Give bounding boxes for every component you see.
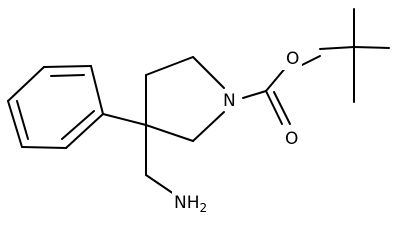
bond-phenyl-3 bbox=[7, 66, 45, 102]
bond-ring-n-top bbox=[192, 56, 225, 89]
bond-phenyl-double-2 bbox=[16, 100, 29, 140]
bond-ring-top bbox=[145, 56, 194, 76]
bond-oxygen-to-carbonyl bbox=[265, 65, 288, 92]
bond-phenyl-5 bbox=[21, 146, 67, 149]
ester-oxygen-atom-label: O bbox=[286, 49, 299, 69]
bond-phenyl-4 bbox=[7, 100, 23, 148]
bond-phenyl-double-1 bbox=[50, 74, 85, 77]
nitrogen-label-bg bbox=[219, 89, 239, 111]
atom-label-group: N O O NH2 bbox=[172, 48, 302, 215]
bond-ring-n-bottom bbox=[192, 111, 225, 142]
bond-group bbox=[7, 8, 390, 195]
bond-tbu-to-oxygen bbox=[299, 55, 321, 67]
bond-phenyl-2 bbox=[43, 65, 92, 68]
bond-carbonyl-double-2 bbox=[273, 91, 291, 125]
bond-methylene-to-amine bbox=[145, 174, 175, 195]
ester-oxygen-label-bg bbox=[282, 48, 302, 70]
amine-subscript-label: 2 bbox=[200, 201, 208, 215]
bond-phenyl-6 bbox=[65, 113, 104, 149]
bond-carbonyl-to-nitrogen bbox=[242, 90, 267, 99]
carbonyl-oxygen-atom-label: O bbox=[285, 129, 298, 149]
nitrogen-atom-label: N bbox=[223, 91, 236, 111]
bond-tbu-left bbox=[319, 46, 355, 50]
amine-main-label: NH bbox=[174, 193, 200, 213]
bond-carbonyl-double-1 bbox=[265, 90, 283, 125]
molecule-structure-diagram: N O O NH2 bbox=[7, 8, 390, 215]
bond-ring-bottom bbox=[145, 124, 194, 142]
amine-atom-label: NH2 bbox=[174, 193, 207, 215]
bond-tbu-right bbox=[353, 46, 390, 49]
carbonyl-oxygen-label-bg bbox=[280, 126, 300, 148]
bond-to-phenyl bbox=[102, 113, 147, 126]
bond-phenyl-double-3 bbox=[61, 110, 95, 140]
amine-label-bg bbox=[172, 188, 216, 212]
bond-phenyl-1 bbox=[90, 65, 104, 115]
